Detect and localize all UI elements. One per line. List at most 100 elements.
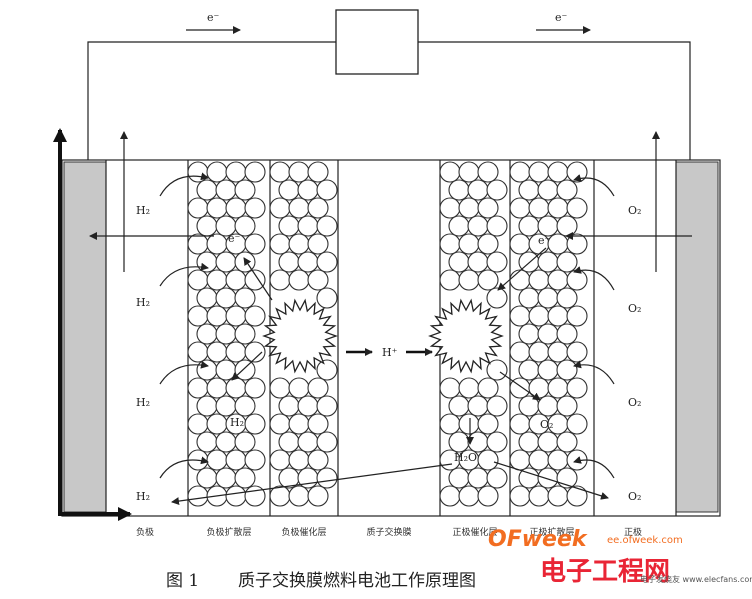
pore-circle [528,161,550,183]
pore-circle [206,269,228,291]
pore-circle [439,161,461,183]
pore-circle [244,377,266,399]
pore-circle [458,485,480,507]
pore-circle [528,305,550,327]
pore-circle [307,377,329,399]
pore-circle [187,233,209,255]
pore-circle [547,161,569,183]
pore-circle [458,197,480,219]
pore-circle [566,233,588,255]
pore-circle [556,359,578,381]
porous-layer-pores [187,161,588,507]
pore-circle [206,161,228,183]
pore-circle [297,215,319,237]
pore-circle [556,179,578,201]
svg-text:OFweek: OFweek [488,527,588,552]
pore-circle [187,269,209,291]
pore-circle [234,287,256,309]
svg-text:H₂: H₂ [136,204,150,217]
pore-circle [566,305,588,327]
pore-circle [196,359,218,381]
pore-circle [467,431,489,453]
pore-circle [528,341,550,363]
layer-labels: 负极 负极扩散层 负极催化层 质子交换膜 正极催化层 正极扩散层 正极 [136,526,642,538]
pore-circle [509,413,531,435]
pore-circle [537,287,559,309]
pore-circle [547,485,569,507]
pore-circle [467,215,489,237]
pore-circle [225,197,247,219]
pore-circle [206,305,228,327]
pore-circle [187,161,209,183]
pore-circle [509,305,531,327]
pore-circle [477,449,499,471]
pore-circle [547,269,569,291]
hydrogen-labels: H₂ H₂ H₂ H₂ H₂ [136,204,244,503]
pore-circle [439,377,461,399]
oxygen-labels: O₂ O₂ O₂ O₂ O₂ [540,204,641,503]
pore-circle [439,485,461,507]
pore-circle [486,287,508,309]
pore-circle [244,305,266,327]
pore-circle [467,467,489,489]
pore-circle [307,161,329,183]
pore-circle [269,449,291,471]
pore-circle [477,233,499,255]
pore-circle [486,467,508,489]
pore-circle [288,413,310,435]
pore-circle [486,251,508,273]
anode-catalyst-arrows [231,247,547,401]
pore-circle [196,215,218,237]
svg-text:ee.ofweek.com: ee.ofweek.com [607,535,683,546]
pore-circle [518,431,540,453]
pore-circle [316,467,338,489]
pore-circle [458,233,480,255]
pore-circle [547,233,569,255]
pore-circle [528,197,550,219]
pore-circle [244,161,266,183]
svg-text:O₂: O₂ [540,418,553,431]
pore-circle [269,377,291,399]
pore-circle [244,485,266,507]
pore-circle [537,359,559,381]
pore-circle [467,395,489,417]
pore-circle [509,161,531,183]
reaction-starburst [428,298,504,374]
pore-circle [244,449,266,471]
pore-circle [297,431,319,453]
pore-circle [307,233,329,255]
pore-circle [316,287,338,309]
figure-caption-number: 图 1 [166,571,199,591]
watermark: OFweek ee.ofweek.com 电子工程网 电子发烧友 www.ele… [488,527,752,587]
pore-circle [509,197,531,219]
pore-circle [288,197,310,219]
svg-text:O₂: O₂ [628,302,641,315]
pore-circle [187,413,209,435]
pore-circle [196,323,218,345]
pore-circle [439,233,461,255]
pore-circle [215,251,237,273]
pore-circle [225,377,247,399]
water-label: H₂O [454,451,477,464]
pore-circle [196,431,218,453]
pore-circle [278,251,300,273]
pore-circle [215,431,237,453]
pore-circle [206,233,228,255]
pore-circle [307,197,329,219]
pore-circle [486,179,508,201]
load-box [335,9,419,75]
pore-circle [518,323,540,345]
pore-circle [196,467,218,489]
pore-circle [206,413,228,435]
pore-circle [458,269,480,291]
external-circuit [87,41,691,160]
pore-circle [288,233,310,255]
reaction-starburst [262,298,338,374]
pore-circle [448,431,470,453]
pore-circle [269,485,291,507]
pore-circle [537,251,559,273]
pore-circle [288,377,310,399]
pore-circle [528,269,550,291]
pore-circle [477,377,499,399]
